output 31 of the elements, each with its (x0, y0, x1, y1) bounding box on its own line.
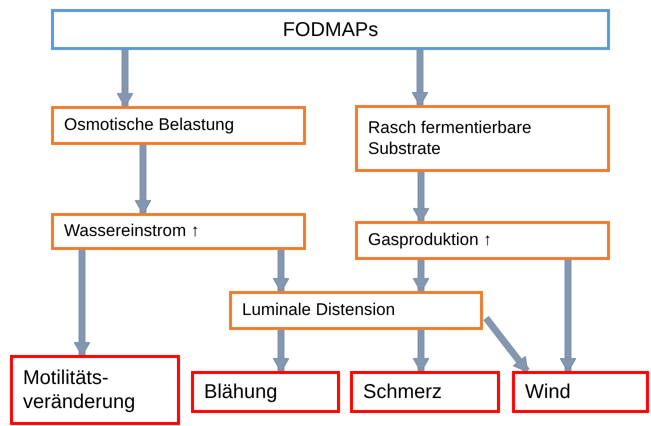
symptom-box (10, 355, 180, 425)
block-arrow (272, 250, 290, 292)
node-text: Osmotische Belastung (64, 115, 234, 136)
node-text: Schmerz (363, 380, 442, 404)
block-arrow (412, 172, 430, 222)
block-arrow (412, 330, 430, 372)
block-arrow (560, 260, 576, 372)
process-box (229, 291, 483, 330)
block-arrow (74, 250, 90, 356)
node-text: Blähung (204, 380, 278, 404)
node-text: Rasch fermentierbare Substrate (368, 118, 532, 159)
node-text: Gasproduktion ↑ (368, 230, 492, 251)
process-box (51, 213, 306, 250)
node-text: Wassereinstrom ↑ (64, 221, 200, 242)
process-box (355, 105, 610, 172)
block-arrow (412, 260, 430, 292)
process-box (51, 106, 306, 145)
symptom-box (191, 371, 340, 413)
block-arrow (116, 50, 134, 108)
process-box (355, 221, 610, 260)
block-arrow (134, 145, 152, 214)
block-arrow (272, 330, 290, 372)
symptom-box (512, 371, 649, 413)
process-box (51, 9, 610, 50)
node-text: FODMAPs (282, 18, 378, 42)
node-text: Motilitäts- veränderung (23, 366, 136, 414)
node-text: Wind (525, 380, 571, 404)
node-text: Luminale Distension (242, 300, 396, 321)
block-arrow (412, 50, 428, 106)
block-arrow (483, 316, 530, 374)
symptom-box (350, 371, 500, 413)
